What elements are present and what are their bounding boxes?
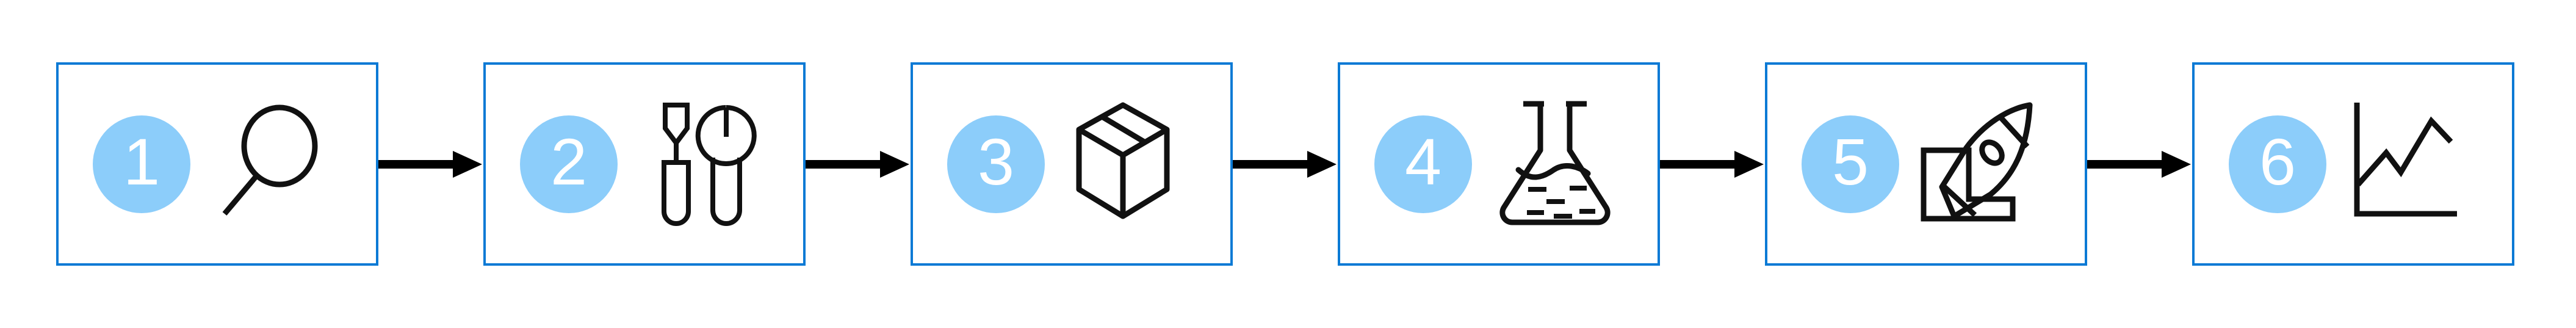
step-number-label-3: 3 [977,124,1015,199]
arrow-right-icon [1233,150,1337,178]
magnifying-glass-icon [201,94,336,235]
step-box-6[interactable]: 6 [2192,62,2514,266]
step-number-label-2: 2 [550,124,588,199]
line-chart-growth-icon [2337,94,2472,235]
arrow-4-to-5 [1660,146,1765,183]
screwdriver-wrench-tools-icon [629,94,763,235]
step-number-label-1: 1 [123,124,161,199]
step-number-label-6: 6 [2259,124,2296,199]
step-number-badge-6: 6 [2229,115,2326,213]
erlenmeyer-flask-icon [1483,94,1617,235]
step-box-2[interactable]: 2 [483,62,806,266]
step-number-badge-4: 4 [1374,115,1472,213]
arrow-2-to-3 [806,146,911,183]
arrow-1-to-2 [378,146,483,183]
step-number-label-5: 5 [1831,124,1869,199]
arrow-right-icon [378,150,482,178]
step-number-badge-2: 2 [520,115,618,213]
arrow-5-to-6 [2087,146,2192,183]
package-box-icon [1056,94,1190,235]
step-number-badge-5: 5 [1802,115,1899,213]
arrow-right-icon [2087,150,2191,178]
step-number-label-4: 4 [1404,124,1442,199]
step-box-4[interactable]: 4 [1338,62,1660,266]
step-number-badge-1: 1 [93,115,190,213]
step-box-3[interactable]: 3 [911,62,1233,266]
rocket-icon [1910,94,2044,235]
step-box-1[interactable]: 1 [56,62,378,266]
arrow-right-icon [806,150,909,178]
arrow-right-icon [1660,150,1764,178]
arrow-3-to-4 [1233,146,1338,183]
step-number-badge-3: 3 [947,115,1045,213]
step-box-5[interactable]: 5 [1765,62,2087,266]
